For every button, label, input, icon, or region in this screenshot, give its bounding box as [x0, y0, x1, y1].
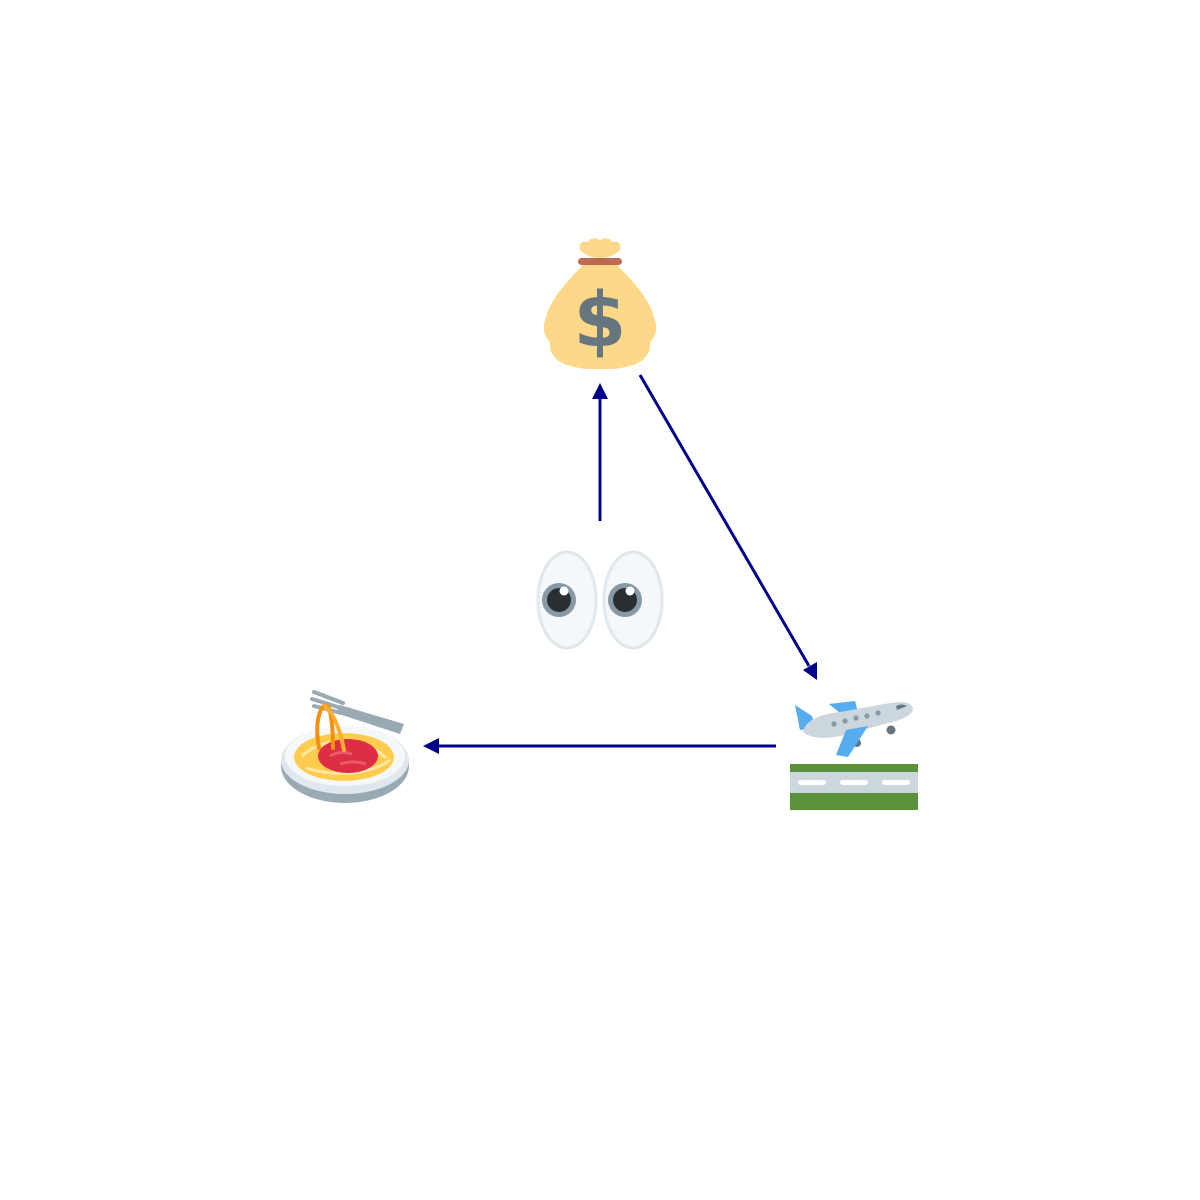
spaghetti-icon [281, 690, 409, 803]
money-bag-icon: $ [543, 238, 657, 370]
node-money: $ [543, 238, 657, 370]
node-eyes [536, 550, 664, 650]
edge-eyes-to-money [592, 383, 608, 521]
eyes-icon [536, 550, 664, 650]
edges [423, 374, 817, 754]
airplane-departure-icon [790, 701, 918, 810]
node-departure [790, 701, 918, 810]
svg-text:$: $ [574, 275, 627, 364]
edge-departure-to-spaghetti [423, 738, 776, 754]
node-spaghetti [281, 690, 409, 803]
edge-money-to-departure [638, 374, 817, 680]
